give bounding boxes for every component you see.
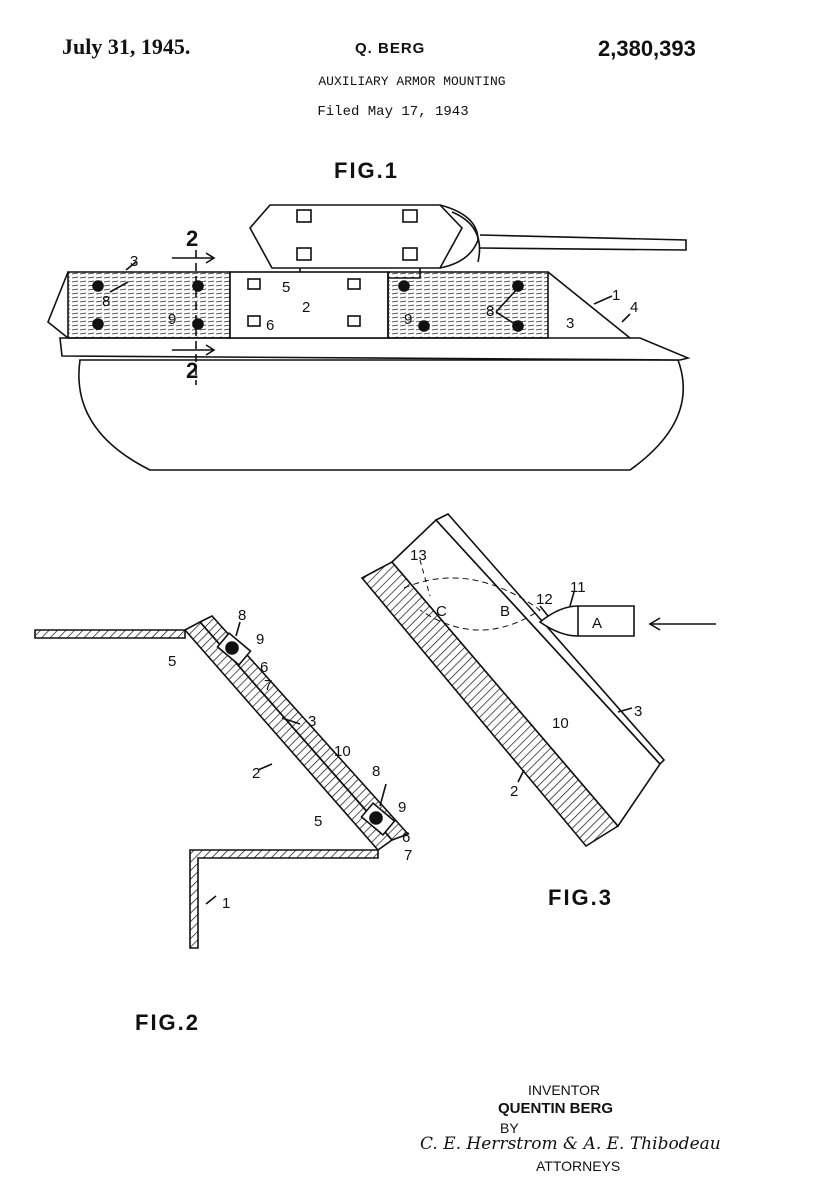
patent-date: July 31, 1945. bbox=[62, 34, 191, 59]
fig3-callout: 12 bbox=[536, 591, 553, 608]
fig2-callout: 10 bbox=[334, 743, 351, 760]
fig2-callouts: 8 9 5 6 7 3 2 10 8 9 5 6 7 1 bbox=[168, 607, 412, 912]
fig1-callout: 6 bbox=[266, 317, 274, 334]
fig2-callout: 5 bbox=[314, 813, 322, 830]
fig3-label: FIG.3 bbox=[548, 885, 614, 910]
fig1-callout: 8 bbox=[102, 293, 110, 310]
fig3-callout: 13 bbox=[410, 547, 427, 564]
fig2-callout: 5 bbox=[168, 653, 176, 670]
fig1-callout: 4 bbox=[630, 299, 638, 316]
fig3-callout: A bbox=[592, 615, 602, 632]
fig3-impact-drawing bbox=[360, 513, 716, 848]
patent-number: 2,380,393 bbox=[598, 36, 696, 61]
fig1-tank-drawing bbox=[47, 204, 691, 471]
fig1-section-mark-top: 2 bbox=[186, 226, 198, 251]
fig2-callout: 9 bbox=[398, 799, 406, 816]
attorneys-label: ATTORNEYS bbox=[536, 1158, 621, 1174]
inventor-short-name: Q. BERG bbox=[355, 40, 426, 57]
fig1-callout: 9 bbox=[404, 311, 412, 328]
fig1-section-mark-bottom: 2 bbox=[186, 358, 198, 383]
fig1-callout: 5 bbox=[282, 279, 290, 296]
inventor-name: QUENTIN BERG bbox=[498, 1100, 614, 1117]
fig2-label: FIG.2 bbox=[135, 1010, 201, 1035]
fig2-section-drawing bbox=[34, 615, 410, 949]
fig2-callout: 6 bbox=[260, 659, 268, 676]
inventor-label: INVENTOR bbox=[528, 1082, 601, 1098]
fig3-callouts: 13 C B 12 11 A 10 3 2 bbox=[410, 547, 642, 800]
fig2-callout: 1 bbox=[222, 895, 230, 912]
fig2-callout: 9 bbox=[256, 631, 264, 648]
filed-date: Filed May 17, 1943 bbox=[317, 104, 469, 120]
fig1-callout: 9 bbox=[168, 311, 176, 328]
fig1-callout: 3 bbox=[130, 253, 138, 270]
fig1-label: FIG.1 bbox=[334, 158, 400, 183]
fig3-callout: B bbox=[500, 603, 510, 620]
fig2-callout: 3 bbox=[308, 713, 316, 730]
fig3-callout: 10 bbox=[552, 715, 569, 732]
fig2-callout: 8 bbox=[372, 763, 380, 780]
fig2-callout: 8 bbox=[238, 607, 246, 624]
fig3-callout: 3 bbox=[634, 703, 642, 720]
fig1-callout: 1 bbox=[612, 287, 620, 304]
fig2-callout: 2 bbox=[252, 765, 260, 782]
by-label: BY bbox=[500, 1120, 519, 1136]
fig1-callout: 3 bbox=[566, 315, 574, 332]
fig3-callout: 2 bbox=[510, 783, 518, 800]
patent-title: AUXILIARY ARMOR MOUNTING bbox=[318, 74, 506, 89]
attorney-signature: C. E. Herrstrom & A. E. Thibodeau bbox=[420, 1134, 721, 1154]
fig3-callout: C bbox=[436, 603, 447, 620]
fig1-callout: 8 bbox=[486, 303, 494, 320]
fig1-callouts: 2 2 1 2 3 3 4 5 6 8 8 9 9 bbox=[102, 226, 638, 383]
fig3-callout: 11 bbox=[570, 579, 586, 596]
fig2-callout: 7 bbox=[264, 677, 272, 694]
fig2-callout: 7 bbox=[404, 847, 412, 864]
fig1-callout: 2 bbox=[302, 299, 310, 316]
fig2-callout: 6 bbox=[402, 829, 410, 846]
